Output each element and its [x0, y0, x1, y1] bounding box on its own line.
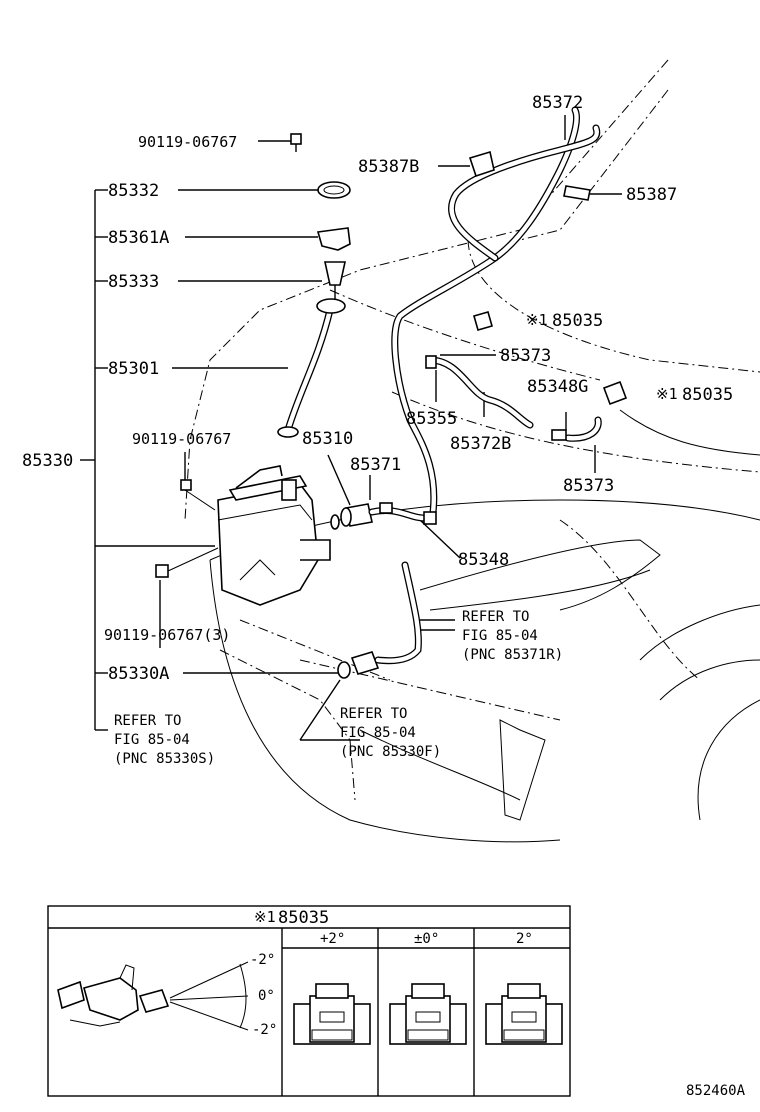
part-labels: 90119-06767 85332 85361A 85333 85301 853…	[22, 93, 733, 684]
inset-mark: ※1	[254, 908, 276, 926]
refer1-line2: FIG 85-04	[462, 628, 538, 644]
label-85372B: 85372B	[450, 434, 511, 454]
group-bracket	[80, 189, 215, 731]
label-90119-mid: 90119-06767	[132, 430, 231, 448]
mark-85035-b: ※1	[656, 385, 678, 403]
gauge-minus2	[485, 983, 563, 1045]
label-85310: 85310	[302, 429, 353, 449]
refer3-line3: (PNC 85330S)	[114, 751, 215, 767]
label-85035-b: 85035	[682, 385, 733, 405]
refer3-line2: FIG 85-04	[114, 732, 190, 748]
label-85373-a: 85373	[500, 346, 551, 366]
inset-col2-header: ±0°	[414, 931, 439, 947]
leader-lines	[159, 115, 622, 741]
label-90119-top: 90119-06767	[138, 133, 237, 151]
nozzle-adjust-inset: ※1 85035 +2° ±0° 2° -2° 0° -2°	[47, 905, 571, 1097]
label-85373-b: 85373	[563, 476, 614, 496]
inset-col3-header: 2°	[516, 931, 533, 947]
refer3-line1: REFER TO	[114, 713, 181, 729]
refer2-line3: (PNC 85330F)	[340, 744, 441, 760]
label-85372: 85372	[532, 93, 583, 113]
inset-part-number: 85035	[278, 908, 329, 928]
inset-col1-header: +2°	[320, 931, 345, 947]
inset-angle-mid: 0°	[258, 988, 275, 1004]
label-85330A: 85330A	[108, 664, 169, 684]
label-85301: 85301	[108, 359, 159, 379]
refer-note-2: REFER TO FIG 85-04 (PNC 85330F)	[340, 706, 441, 760]
label-85348: 85348	[458, 550, 509, 570]
label-85361A: 85361A	[108, 228, 169, 248]
refer1-line3: (PNC 85371R)	[462, 647, 563, 663]
label-85387: 85387	[626, 185, 677, 205]
reservoir-assembly	[155, 133, 380, 679]
refer2-line2: FIG 85-04	[340, 725, 416, 741]
hose-routing	[368, 106, 628, 665]
label-85355: 85355	[406, 409, 457, 429]
refer-note-1: REFER TO FIG 85-04 (PNC 85371R)	[462, 609, 563, 663]
label-85348G: 85348G	[527, 377, 588, 397]
label-85330: 85330	[22, 451, 73, 471]
inset-angle-bot: -2°	[252, 1022, 277, 1038]
refer1-line1: REFER TO	[462, 609, 529, 625]
mark-85035-a: ※1	[526, 311, 548, 329]
figure-id: 852460A	[686, 1083, 746, 1099]
gauge-plus2	[293, 983, 371, 1045]
label-85035-a: 85035	[552, 311, 603, 331]
refer2-line1: REFER TO	[340, 706, 407, 722]
label-85387B: 85387B	[358, 157, 419, 177]
inset-angle-top: -2°	[250, 952, 275, 968]
label-85371: 85371	[350, 455, 401, 475]
gauge-zero	[389, 983, 467, 1045]
label-85333: 85333	[108, 272, 159, 292]
label-90119-bot: 90119-06767(3)	[104, 626, 230, 644]
label-85332: 85332	[108, 181, 159, 201]
refer-note-3: REFER TO FIG 85-04 (PNC 85330S)	[114, 713, 215, 767]
